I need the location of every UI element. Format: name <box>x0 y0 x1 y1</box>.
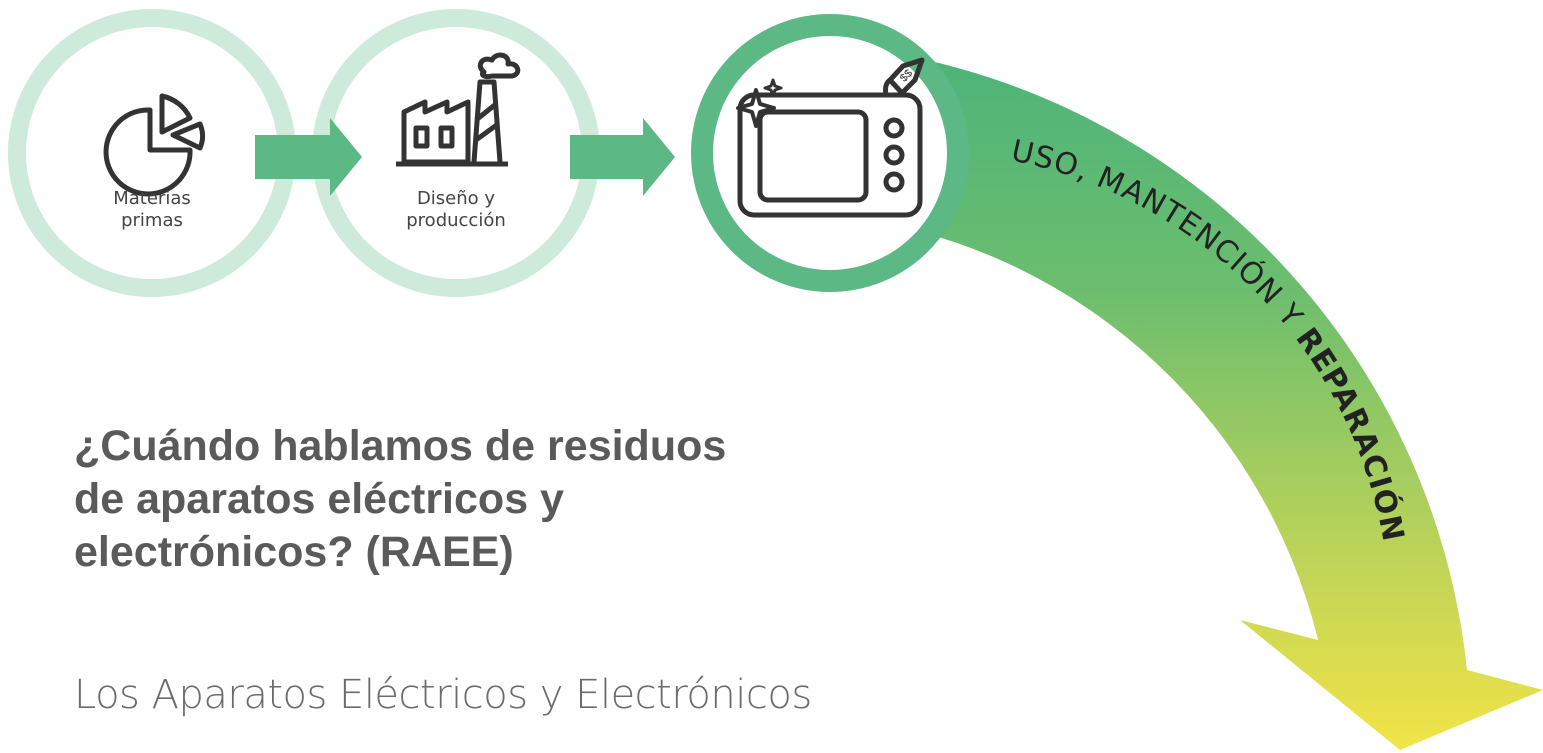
step-label-materias-primas: Materias primas <box>92 188 212 232</box>
factory-icon <box>396 52 521 167</box>
step-label-line1: Materias <box>113 188 191 209</box>
step-label-line2: producción <box>406 210 506 231</box>
step-label-line1: Diseño y <box>416 188 496 209</box>
step-label-line2: primas <box>121 210 183 231</box>
page-heading: ¿Cuándo hablamos de residuos de aparatos… <box>74 420 974 579</box>
page-subtitle: Los Aparatos Eléctricos y Electrónicos <box>74 672 812 718</box>
pie-chart-icon <box>103 93 205 197</box>
curved-arrow <box>830 45 1543 750</box>
arrow-1 <box>255 118 362 196</box>
arrow-2 <box>570 118 675 196</box>
heading-line-1: ¿Cuándo hablamos de residuos <box>74 422 727 470</box>
step-label-diseno-produccion: Diseño y producción <box>386 188 526 232</box>
heading-line-2: de aparatos eléctricos y <box>74 475 564 523</box>
tv-with-price-tag-icon <box>736 57 925 218</box>
step-ring-materias-primas <box>8 9 296 297</box>
heading-line-3: electrónicos? (RAEE) <box>74 528 514 576</box>
step-ring-diseno-produccion <box>312 9 600 297</box>
